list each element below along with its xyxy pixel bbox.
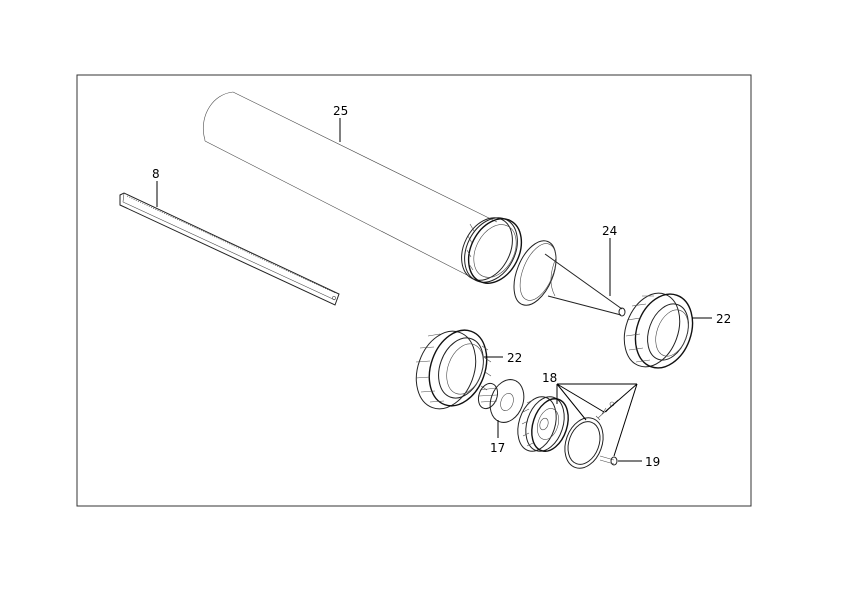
label-22-right: 22 xyxy=(716,312,731,326)
label-25: 25 xyxy=(333,104,348,118)
washer-part xyxy=(477,379,525,423)
leader-18 xyxy=(556,383,638,457)
end-cap-right-part xyxy=(623,292,694,369)
barrel-tube-part xyxy=(202,91,523,284)
label-19: 19 xyxy=(645,455,660,469)
label-22-left: 22 xyxy=(507,351,522,365)
end-cap-left-part xyxy=(415,329,492,410)
label-18: 18 xyxy=(542,371,557,385)
pin-part xyxy=(599,455,618,466)
rack-bar-part xyxy=(119,192,340,306)
seal-ring-part xyxy=(564,417,604,469)
label-8: 8 xyxy=(152,167,160,181)
nozzle-part xyxy=(513,240,626,317)
diagram-frame xyxy=(76,74,752,507)
label-17: 17 xyxy=(490,441,505,455)
plunger-part xyxy=(517,396,569,452)
label-24: 24 xyxy=(602,224,617,238)
